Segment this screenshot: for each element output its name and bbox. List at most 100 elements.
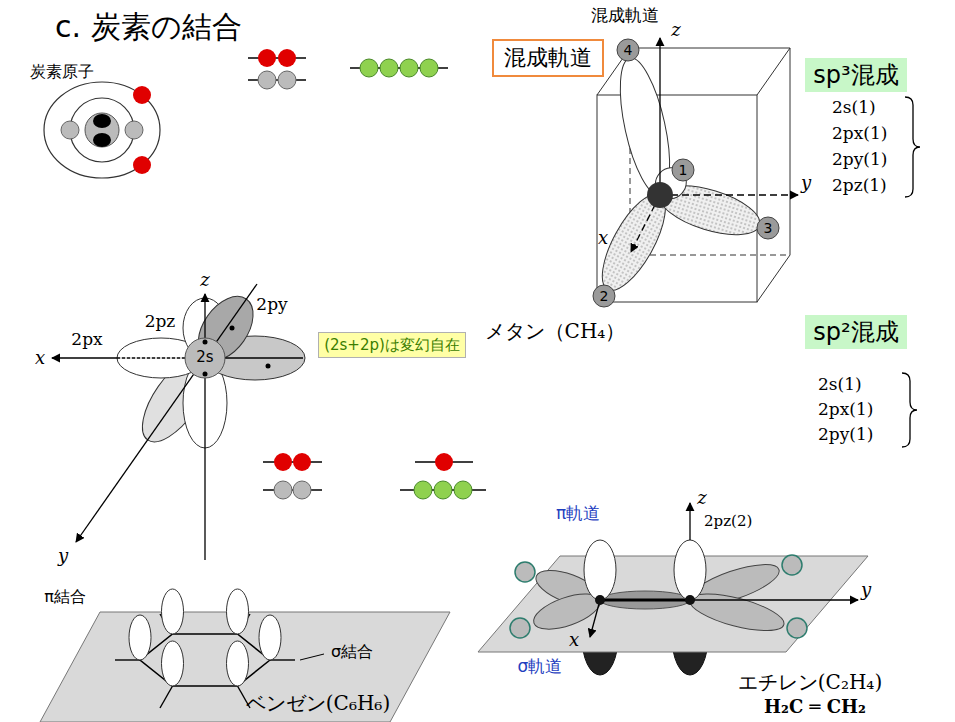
axis-name: x (569, 630, 579, 651)
electron-count: 2px(1) (818, 400, 873, 420)
hydrogen-atom (757, 217, 779, 239)
benzene-model (40, 589, 450, 722)
brace (902, 373, 917, 447)
pi-lobe (162, 589, 184, 634)
electron-count: 2s(1) (832, 98, 876, 118)
level-line (248, 79, 306, 81)
axis-line (659, 38, 660, 195)
molecule-name: メタン（CH₄） (485, 320, 626, 343)
hybrid-electron (414, 481, 432, 499)
inner-electron (93, 114, 111, 128)
axis-line (76, 284, 257, 542)
carbon-atom (595, 595, 605, 605)
level-line (263, 461, 322, 463)
dotted-axis (120, 357, 185, 358)
leader-line (300, 654, 324, 660)
orbital-figure (52, 284, 305, 560)
hydrogen-number: 3 (764, 220, 773, 236)
orbital-name: 2py (256, 295, 287, 315)
ch-bond (115, 659, 140, 660)
pi-lobe (227, 589, 249, 634)
hydrogen-atom (593, 285, 615, 307)
outer-shell (44, 82, 160, 178)
hydrogen-atom (515, 562, 535, 582)
axis-line (689, 503, 690, 540)
electron-dot (203, 372, 208, 377)
p-electron (133, 86, 151, 104)
electron-dot (266, 364, 271, 369)
hybrid-electron (380, 59, 398, 77)
orbital-name: σ軌道 (518, 657, 563, 677)
hybrid-electron (400, 59, 418, 77)
electron-dot (203, 340, 208, 345)
carbon-atom (685, 595, 695, 605)
s-electron (293, 481, 311, 499)
box-text: sp³混成 (813, 61, 898, 90)
pi-lobe (584, 540, 616, 600)
axis-name: z (200, 270, 209, 291)
hydrogen-number: 1 (679, 162, 688, 178)
box-text: sp²混成 (813, 318, 898, 347)
brace (905, 97, 920, 197)
energy-levels (248, 49, 448, 89)
s-electron (125, 121, 143, 139)
slide-title: c. 炭素の結合 (55, 10, 242, 45)
pi-lobe (259, 615, 281, 660)
axis-line (690, 599, 858, 600)
electron-count: 2py(1) (832, 150, 887, 170)
cube-edge (757, 48, 790, 95)
molecule-name: エチレン(C₂H₄) (738, 671, 882, 694)
orbital-name: 2s (196, 349, 213, 366)
cube-edge (630, 48, 790, 49)
sigma-lobe (686, 586, 787, 638)
cube-edge (757, 255, 790, 302)
atom-caption: 炭素原子 (30, 63, 94, 81)
ch-bond (270, 659, 295, 660)
orbital-name: 2pz(2) (704, 513, 752, 530)
electron-count: 2s(1) (818, 375, 862, 395)
bond-name: σ結合 (331, 643, 373, 661)
nucleus (85, 113, 119, 147)
axis-name: z (671, 20, 680, 41)
p-electron (274, 453, 292, 471)
axis-name: z (697, 488, 706, 509)
axis-name: y (58, 546, 68, 567)
p-electron (435, 453, 453, 471)
hydrogen-atom (787, 618, 807, 638)
hydrogen-atom (672, 159, 694, 181)
hybrid-type-box: sp²混成 (805, 315, 906, 350)
energy-levels (263, 453, 486, 499)
electron-dot (230, 326, 235, 331)
axis-name: y (861, 580, 871, 601)
axis-line (660, 194, 798, 195)
molecular-plane (478, 556, 868, 652)
electron-count: 2pz(1) (832, 176, 887, 196)
s-electron (258, 71, 276, 89)
electron-count: 2px(1) (832, 124, 887, 144)
s-electron (278, 71, 296, 89)
hybrid-electron (420, 59, 438, 77)
hydrogen-atom (617, 39, 639, 61)
benzene-ring (140, 634, 270, 686)
p-electron (133, 156, 151, 174)
ethylene-model (478, 503, 868, 675)
inner-shell (70, 98, 134, 162)
box-text: 混成軌道 (504, 45, 592, 71)
s-electron (61, 121, 79, 139)
axis-name: x (35, 348, 45, 369)
sigma-bond (600, 591, 690, 609)
hydrogen-number: 4 (624, 42, 633, 58)
orbital-name: π軌道 (556, 504, 600, 524)
carbon-bond (600, 599, 690, 602)
p-electron (258, 49, 276, 67)
figure-caption: 混成軌道 (591, 6, 659, 26)
hybrid-electron (454, 481, 472, 499)
electron-count: 2py(1) (818, 425, 873, 445)
bond-name: π結合 (44, 588, 86, 606)
hydrogen-atom (782, 555, 802, 575)
pi-lobe (129, 615, 151, 660)
